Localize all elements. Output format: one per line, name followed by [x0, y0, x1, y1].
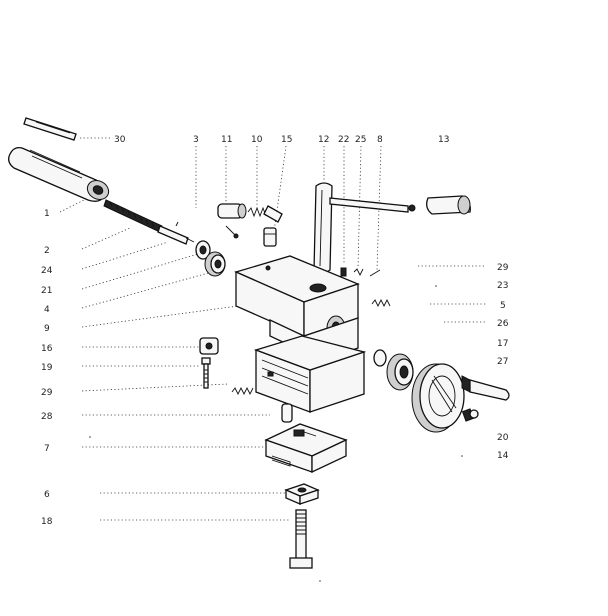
part-13-knob	[426, 195, 471, 215]
label-22: 22	[338, 135, 349, 145]
part-28-pin	[281, 403, 293, 423]
part-25-spring	[353, 268, 364, 277]
label-15: 15	[281, 135, 292, 145]
label-7: 7	[44, 444, 50, 454]
part-11-sleeve-nut	[217, 203, 247, 219]
label-26: 26	[497, 319, 509, 329]
part-5-spring	[371, 298, 391, 308]
label-2: 2	[44, 246, 50, 256]
label-13: 13	[438, 135, 449, 145]
part-18-bolt	[289, 509, 313, 569]
part-26-ring	[373, 349, 387, 367]
part-22-pin	[340, 267, 347, 277]
label-14: 14	[497, 451, 509, 461]
part-2-screw	[103, 199, 189, 245]
label-25: 25	[355, 135, 366, 145]
part-6-tnut	[284, 483, 320, 505]
leader-lines	[59, 137, 486, 521]
label-3: 3	[193, 135, 199, 145]
part-housing-base	[253, 335, 367, 413]
part-labels: 30 1 2 24 21 4 9 16 19 29 28 7 6 18 3 11…	[41, 135, 509, 527]
part-16-block	[199, 337, 219, 355]
part-8-pin	[369, 269, 381, 277]
part-15-plunger	[263, 205, 283, 247]
label-20: 20	[497, 433, 509, 443]
part-20-handle	[461, 375, 510, 401]
label-29-right: 29	[497, 263, 509, 273]
stray-marks	[89, 285, 463, 582]
part-1-sleeve	[8, 146, 110, 202]
label-28: 28	[41, 412, 53, 422]
part-4-nut	[204, 251, 226, 277]
label-8: 8	[377, 135, 383, 145]
label-29-left: 29	[41, 388, 53, 398]
part-9-housing	[234, 255, 360, 361]
label-6: 6	[44, 490, 50, 500]
part-3-setscrew	[225, 225, 239, 239]
part-7-slide-block	[264, 423, 348, 474]
label-12: 12	[318, 135, 329, 145]
label-27: 27	[497, 357, 508, 367]
part-30-key	[23, 117, 77, 141]
label-17: 17	[497, 339, 508, 349]
label-10: 10	[251, 135, 263, 145]
label-11: 11	[221, 135, 232, 145]
label-19: 19	[41, 363, 53, 373]
label-5: 5	[500, 301, 506, 311]
label-23: 23	[497, 281, 508, 291]
part-29a-spring	[231, 386, 254, 396]
part-19-bolt	[201, 357, 211, 389]
label-30: 30	[114, 135, 126, 145]
label-18: 18	[41, 517, 53, 527]
label-21: 21	[41, 286, 52, 296]
part-27-handwheel	[411, 363, 465, 433]
part-10-spring	[247, 206, 267, 218]
label-16: 16	[41, 344, 53, 354]
label-9: 9	[44, 324, 50, 334]
part-14-nut	[461, 408, 479, 422]
part-17-bushing	[386, 353, 414, 391]
part-12-handle	[313, 182, 416, 274]
label-4: 4	[44, 305, 50, 315]
part-21-washer	[195, 240, 211, 260]
label-1: 1	[44, 209, 50, 219]
label-24: 24	[41, 266, 53, 276]
part-24-pin	[185, 237, 195, 243]
